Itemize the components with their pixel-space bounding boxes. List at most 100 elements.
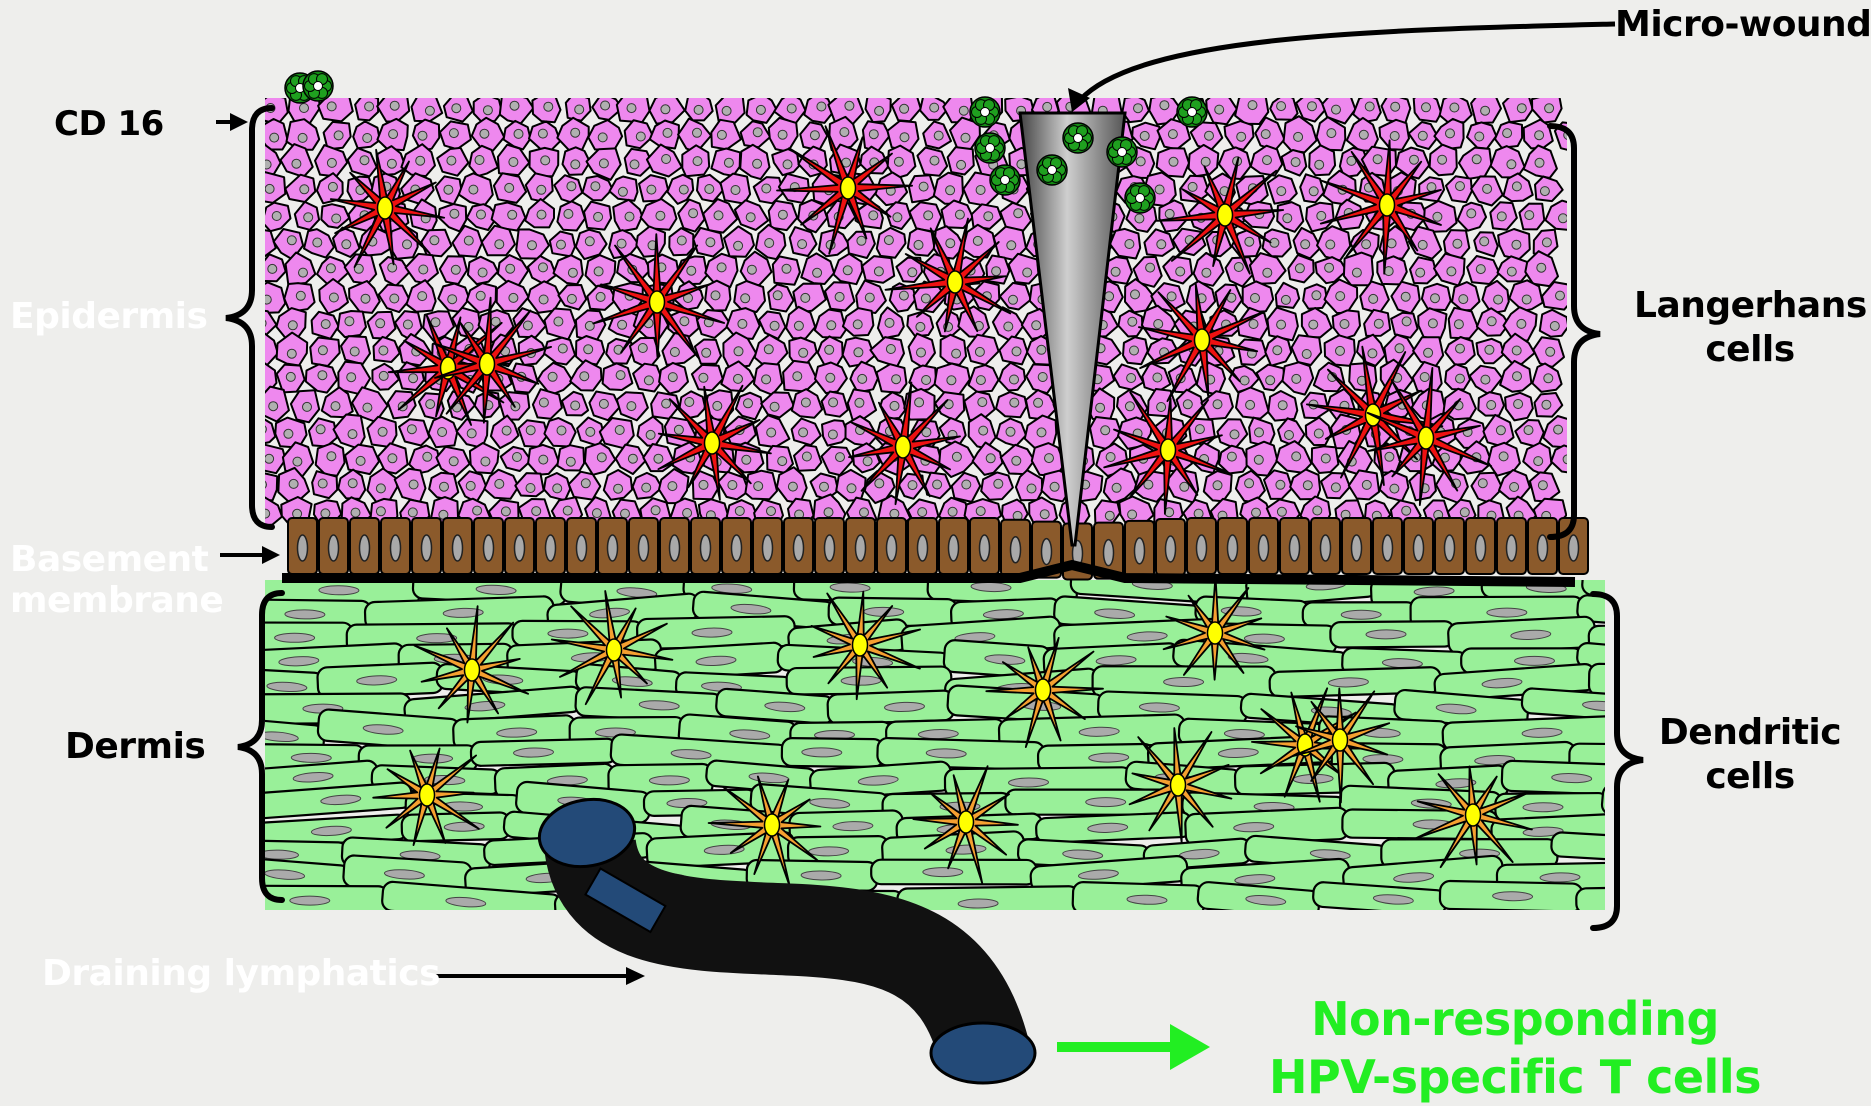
keratinocyte: [1251, 146, 1283, 176]
keratinocyte: [693, 228, 723, 257]
keratinocyte: [703, 199, 737, 233]
dermis-cell: [1611, 810, 1787, 847]
keratinocyte: [754, 363, 782, 395]
keratinocyte: [603, 363, 633, 390]
keratinocyte: [436, 176, 462, 204]
keratinocyte: [458, 471, 486, 502]
keratinocyte: [1504, 307, 1537, 341]
hpv-particle: [1107, 137, 1137, 167]
keratinocyte: [1325, 280, 1358, 314]
keratinocyte: [1000, 283, 1031, 310]
keratinocyte: [811, 474, 839, 500]
keratinocyte: [759, 312, 786, 339]
basal-cell: [1497, 518, 1526, 574]
basement-membrane-layer: [282, 518, 1588, 582]
keratinocyte: [1235, 91, 1268, 124]
dermis-cell: [871, 860, 1036, 885]
basal-cell: [567, 518, 596, 574]
keratinocyte: [943, 92, 973, 122]
keratinocyte: [557, 201, 585, 230]
keratinocyte: [685, 92, 713, 120]
basal-cell: [288, 518, 317, 574]
keratinocyte: [616, 445, 646, 474]
keratinocyte: [1197, 363, 1225, 395]
keratinocyte: [377, 119, 407, 150]
keratinocyte: [500, 94, 534, 123]
keratinocyte: [967, 335, 998, 365]
keratinocyte: [1225, 121, 1254, 150]
keratinocyte: [310, 338, 340, 367]
keratinocyte: [773, 256, 800, 284]
keratinocyte: [1364, 310, 1390, 336]
keratinocyte: [1535, 177, 1563, 202]
keratinocyte: [1478, 392, 1504, 416]
keratinocyte: [345, 445, 379, 475]
keratinocyte: [437, 148, 468, 176]
keratinocyte: [550, 232, 575, 257]
keratinocyte: [1449, 308, 1478, 339]
keratinocyte: [467, 283, 496, 313]
keratinocyte: [1264, 470, 1292, 499]
keratinocyte: [576, 336, 604, 365]
keratinocyte: [783, 361, 817, 392]
keratinocyte: [1317, 226, 1350, 260]
keratinocyte: [525, 199, 554, 227]
dermis-cell: [1440, 881, 1583, 912]
keratinocyte: [1467, 256, 1499, 284]
keratinocyte: [815, 363, 847, 394]
keratinocyte: [745, 471, 777, 500]
keratinocyte: [1353, 96, 1381, 123]
keratinocyte: [413, 120, 439, 151]
basal-cell: [1528, 518, 1557, 574]
keratinocyte: [692, 365, 723, 391]
keratinocyte: [377, 92, 409, 122]
dermis-cell: [1576, 886, 1740, 914]
keratinocyte: [348, 148, 377, 176]
keratinocyte: [969, 365, 999, 392]
keratinocyte: [641, 199, 677, 230]
hpv-particle: [1177, 97, 1207, 127]
basal-cell: [474, 518, 503, 574]
keratinocyte: [388, 391, 416, 418]
keratinocyte: [585, 443, 615, 475]
keratinocyte: [650, 121, 679, 149]
basal-cell: [1187, 518, 1216, 574]
keratinocyte: [923, 122, 951, 149]
basal-cell: [536, 518, 565, 574]
keratinocyte: [1434, 254, 1465, 286]
keratinocyte: [295, 202, 319, 230]
keratinocyte: [557, 445, 584, 470]
keratinocyte: [1535, 393, 1563, 417]
keratinocyte: [353, 121, 380, 148]
keratinocyte: [1532, 94, 1562, 122]
keratinocyte: [711, 120, 741, 150]
keratinocyte: [1257, 365, 1285, 391]
keratinocyte: [1471, 176, 1503, 205]
keratinocyte: [334, 415, 365, 449]
keratinocyte: [1144, 229, 1174, 256]
keratinocyte: [836, 470, 865, 501]
keratinocyte: [843, 308, 874, 336]
keratinocyte: [647, 145, 682, 177]
keratinocyte: [617, 91, 650, 123]
keratinocyte: [1347, 118, 1378, 151]
keratinocyte: [1495, 122, 1522, 148]
keratinocyte: [724, 226, 754, 256]
keratinocyte: [917, 148, 947, 176]
keratinocyte: [1025, 416, 1057, 449]
result-label: Non-responding HPV-specific T cells: [1235, 990, 1795, 1106]
keratinocyte: [516, 229, 549, 258]
result-label-line2: HPV-specific T cells: [1235, 1048, 1795, 1106]
keratinocyte: [1445, 364, 1470, 389]
dermis-cell: [782, 738, 884, 767]
keratinocyte: [421, 230, 451, 256]
basal-cell: [846, 518, 875, 574]
keratinocyte: [1523, 443, 1551, 474]
keratinocyte: [862, 256, 894, 283]
keratinocyte: [528, 256, 556, 284]
keratinocyte: [843, 338, 875, 367]
keratinocyte: [1414, 92, 1442, 122]
keratinocyte: [643, 444, 674, 471]
keratinocyte: [941, 335, 967, 365]
keratinocyte: [1477, 308, 1509, 336]
